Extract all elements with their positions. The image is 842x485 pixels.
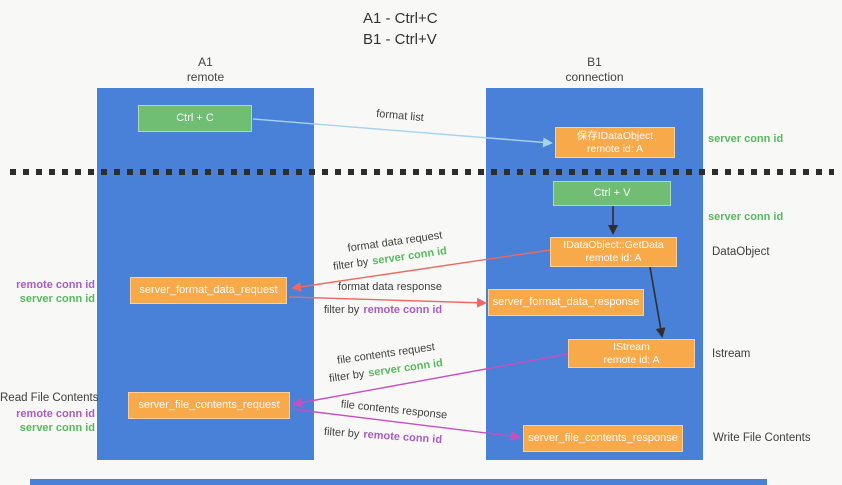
left-conn-ids-bottom: remote conn id server conn id xyxy=(0,408,95,435)
label-server-conn-id-mid: server conn id xyxy=(708,211,784,223)
filter-by-prefix-1: filter by xyxy=(332,256,370,273)
arrow-format-data-response xyxy=(288,296,487,308)
title-line-1: A1 - Ctrl+C xyxy=(363,10,438,27)
column-header-b1: B1 connection xyxy=(486,55,703,85)
label-server-conn-id-left-top: server conn id xyxy=(19,292,95,305)
node-ctrl-v-label: Ctrl + V xyxy=(593,187,631,199)
node-idataobject-getdata-line1: IDataObject::GetData xyxy=(563,239,664,251)
node-server-file-contents-request-label: server_file_contents_request xyxy=(138,399,280,411)
node-save-idataobject-line1: 保存IDataObject xyxy=(576,129,654,142)
node-istream-line1: IStream xyxy=(613,340,650,353)
label-remote-conn-id-bottom: remote conn id xyxy=(16,408,95,420)
bottom-partial-bar xyxy=(30,479,767,485)
column-header-a1: A1 remote xyxy=(97,55,314,85)
filter-remote-conn-id-2: remote conn id xyxy=(363,304,443,316)
node-ctrl-v: Ctrl + V xyxy=(553,181,671,206)
node-server-file-contents-request: server_file_contents_request xyxy=(128,392,290,419)
label-file-contents-response: file contents response xyxy=(340,398,448,422)
node-idataobject-getdata-line2: remote id: A xyxy=(585,252,642,264)
node-ctrl-c: Ctrl + C xyxy=(138,105,252,132)
node-server-format-data-response-label: server_format_data_response xyxy=(492,296,640,308)
node-server-file-contents-response: server_file_contents_response xyxy=(523,425,683,452)
label-server-conn-id-top: server conn id xyxy=(708,133,784,145)
left-conn-ids-top: remote conn id server conn id xyxy=(0,279,95,306)
label-read-file-contents: Read File Contents xyxy=(0,392,99,404)
filter-by-prefix-2: filter by xyxy=(323,304,360,316)
node-ctrl-c-label: Ctrl + C xyxy=(176,112,214,124)
filter-remote-conn-id-4: remote conn id xyxy=(362,428,443,447)
filter-by-prefix-4: filter by xyxy=(323,425,360,441)
label-istream: Istream xyxy=(712,348,751,360)
label-write-file-contents: Write File Contents xyxy=(713,432,811,444)
node-save-idataobject-line2: remote id: A xyxy=(586,142,644,155)
diagram-title: A1 - Ctrl+C B1 - Ctrl+V xyxy=(363,8,438,50)
node-istream-line2: remote id: A xyxy=(603,353,660,366)
node-istream: IStream remote id: A xyxy=(568,339,695,368)
node-server-format-data-request: server_format_data_request xyxy=(130,277,287,304)
node-save-idataobject: 保存IDataObject remote id: A xyxy=(555,127,675,158)
node-server-format-data-response: server_format_data_response xyxy=(488,289,644,316)
column-b1-name: B1 xyxy=(587,55,602,69)
column-b1-subtitle: connection xyxy=(565,70,624,84)
node-server-file-contents-response-label: server_file_contents_response xyxy=(528,432,678,444)
label-format-data-response: format data response xyxy=(338,281,442,293)
node-server-format-data-request-label: server_format_data_request xyxy=(139,284,278,296)
column-a1-subtitle: remote xyxy=(186,70,225,84)
label-remote-conn-id-top: remote conn id xyxy=(16,279,95,291)
column-a1-name: A1 xyxy=(198,55,213,69)
label-dataobject: DataObject xyxy=(712,246,770,258)
title-line-2: B1 - Ctrl+V xyxy=(363,31,437,48)
label-server-conn-id-left-bottom: server conn id xyxy=(19,421,95,434)
node-idataobject-getdata: IDataObject::GetData remote id: A xyxy=(550,237,677,267)
label-format-list: format list xyxy=(375,107,425,125)
filter-by-prefix-3: filter by xyxy=(328,368,366,385)
